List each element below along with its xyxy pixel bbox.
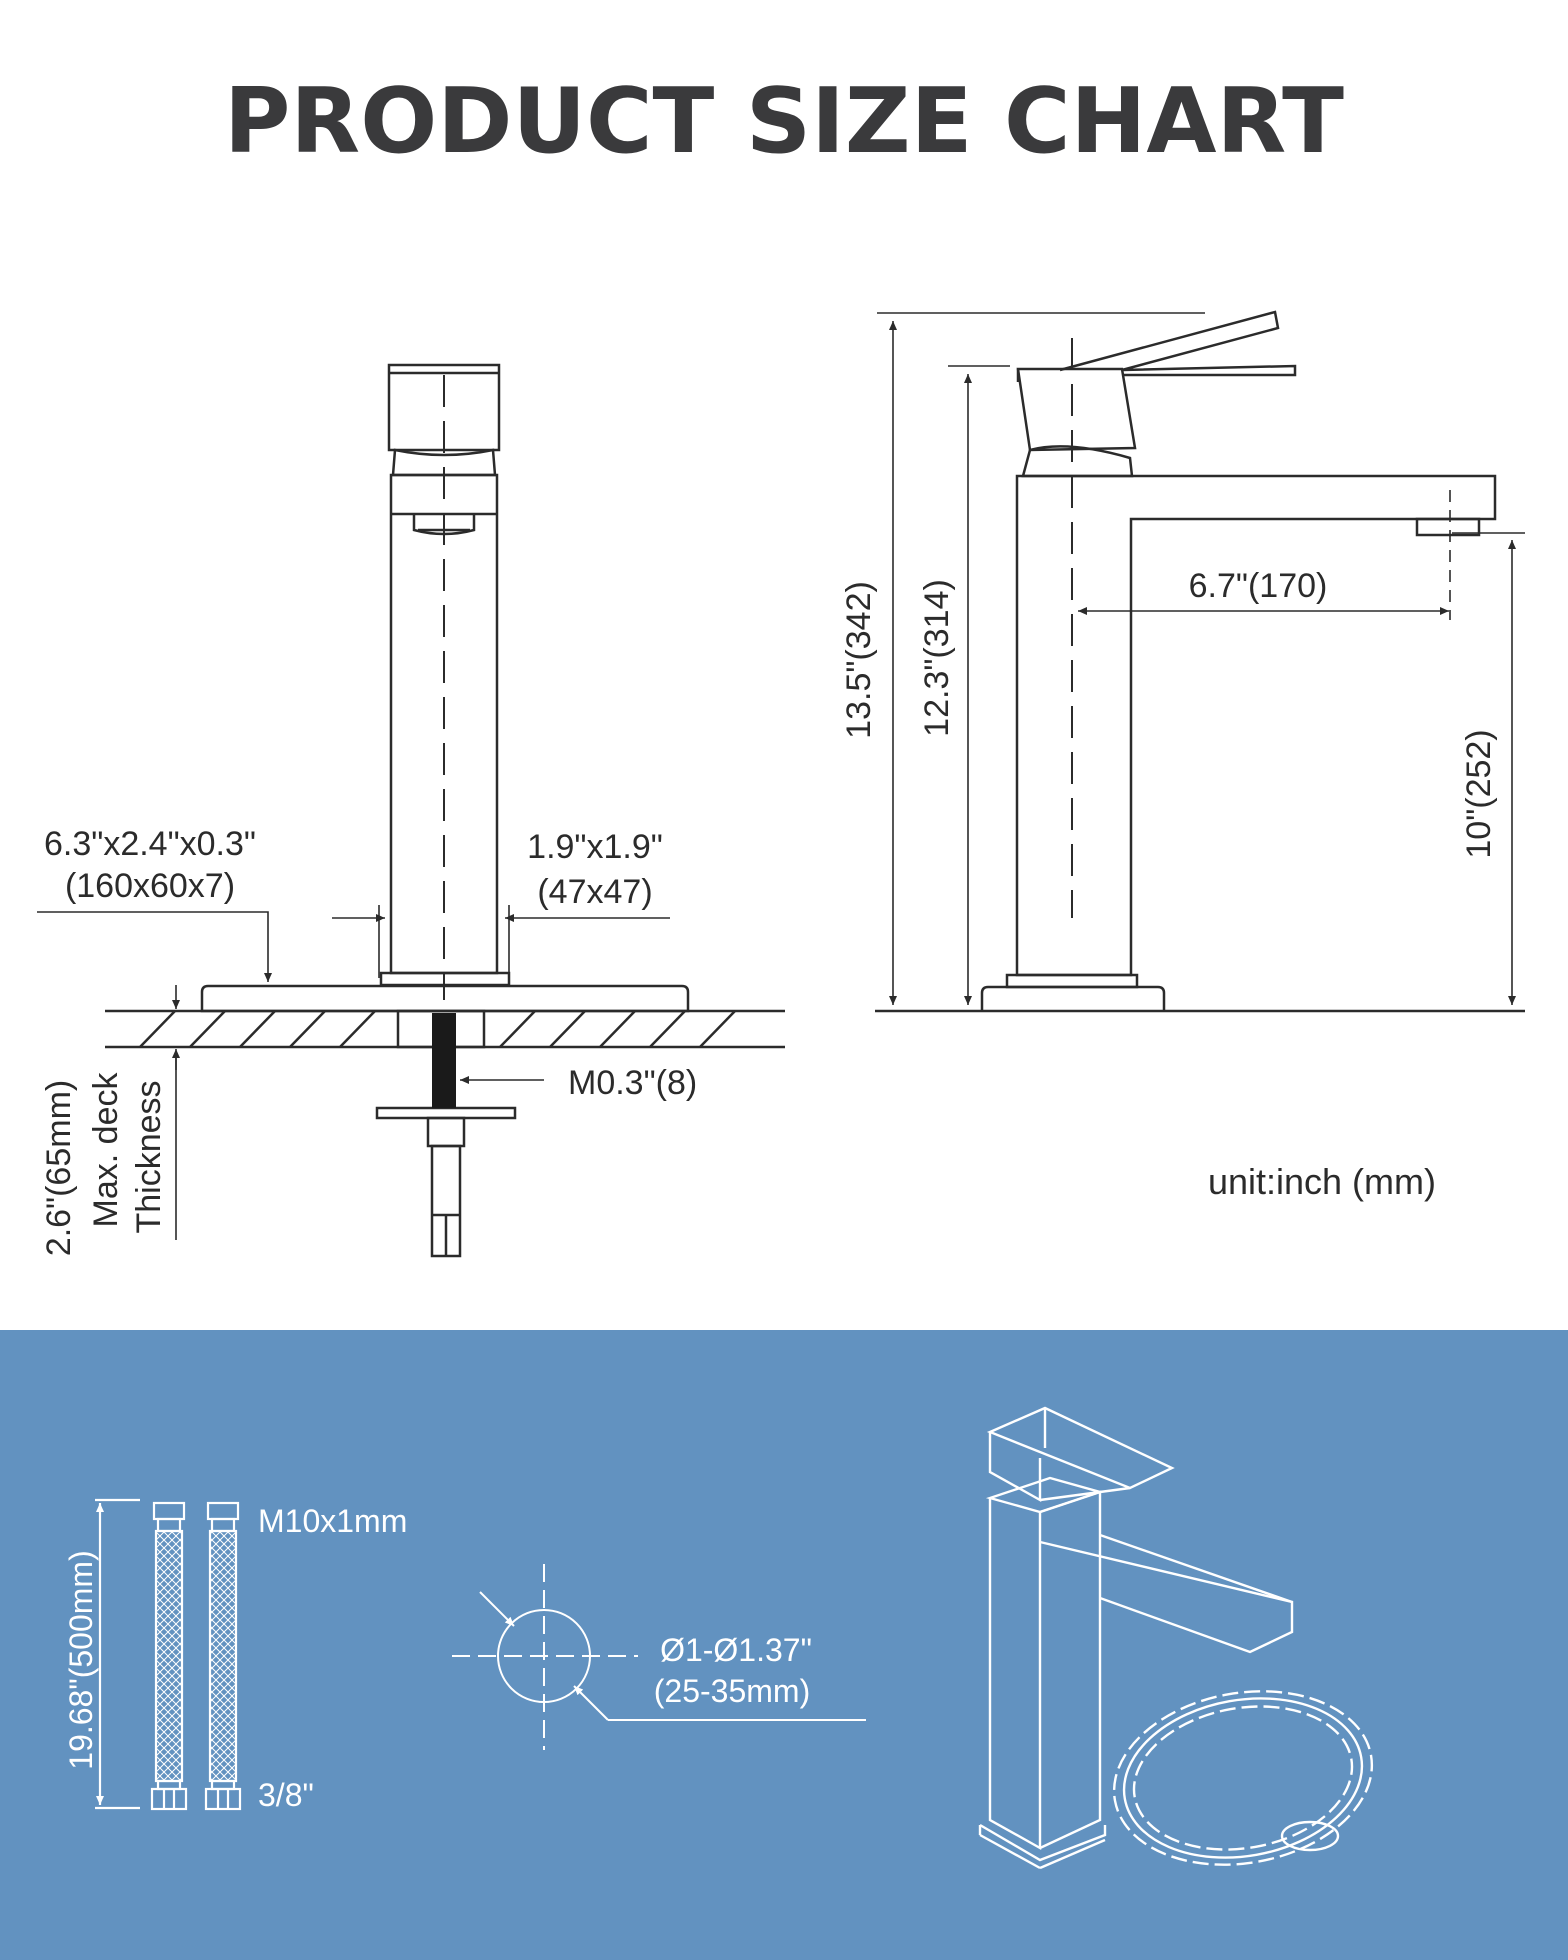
- faucet-basin-illustration: [978, 1406, 1374, 1870]
- mounting-hole-drawing: [452, 1564, 866, 1750]
- total-height-dimension: 13.5"(342): [840, 581, 878, 739]
- body-dimension-mm: (47x47): [537, 873, 652, 911]
- spout-reach-dimension: 6.7"(170): [1189, 567, 1328, 605]
- front-dimension-lines: [37, 905, 670, 1240]
- hose-top-thread: M10x1mm: [258, 1503, 407, 1539]
- hose-length-dimension: 19.68"(500mm): [63, 1550, 99, 1769]
- threaded-rod: [432, 1013, 456, 1108]
- deck-thickness-label-2: Thickness: [130, 1080, 168, 1233]
- hose-drawing: [95, 1498, 242, 1811]
- deck-thickness-label: Max. deck: [87, 1072, 125, 1228]
- thread-label: M0.3"(8): [568, 1064, 697, 1102]
- hole-diameter-mm: (25-35mm): [654, 1673, 810, 1709]
- body-height-dimension: 12.3"(314): [918, 579, 956, 737]
- deck-thickness-dimension: 2.6"(65mm): [40, 1080, 78, 1256]
- bottom-panel: [0, 1330, 1568, 1960]
- body-dimension: 1.9"x1.9": [527, 828, 663, 866]
- hole-diameter: Ø1-Ø1.37": [660, 1632, 812, 1668]
- side-dimension-lines: [877, 312, 1525, 1005]
- hose-bottom-thread: 3/8": [258, 1777, 314, 1813]
- unit-note: unit:inch (mm): [1208, 1161, 1436, 1202]
- plate-dimension: 6.3"x2.4"x0.3": [44, 825, 256, 863]
- plate-dimension-mm: (160x60x7): [65, 867, 235, 905]
- side-view-drawing: [875, 310, 1525, 1013]
- page-title: PRODUCT SIZE CHART: [224, 69, 1344, 174]
- spout-height-dimension: 10"(252): [1460, 729, 1498, 858]
